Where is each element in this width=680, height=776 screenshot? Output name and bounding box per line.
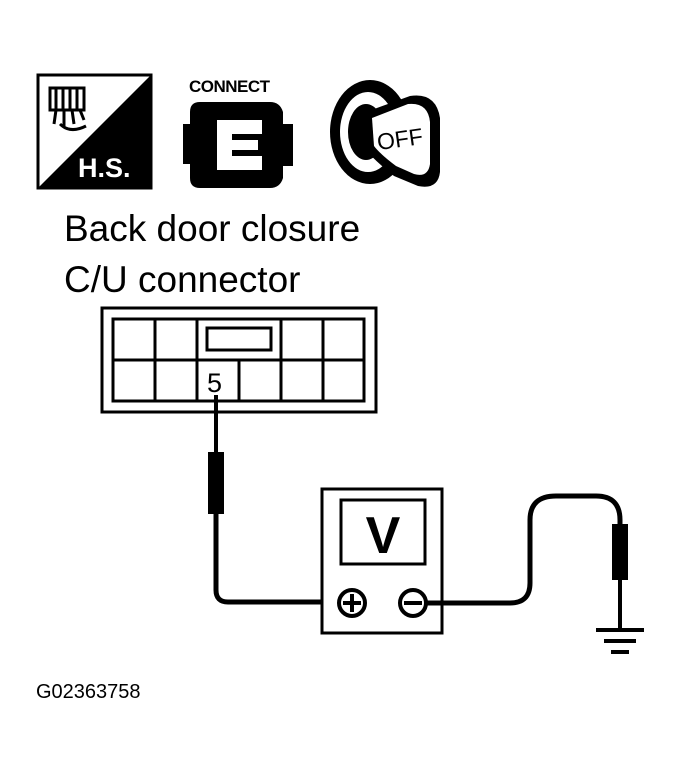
ground-icon: [596, 628, 644, 654]
negative-terminal-icon: [398, 588, 428, 618]
figure-code: G02363758: [36, 681, 141, 703]
voltmeter-symbol: V: [366, 507, 401, 565]
positive-probe-lead: [208, 395, 322, 605]
connector-pin-5-label: 5: [207, 368, 222, 398]
negative-probe-lead: [426, 493, 628, 628]
connect-icon: CONNECT: [183, 77, 293, 188]
voltmeter: V: [320, 487, 444, 635]
ignition-off-label: OFF: [375, 123, 424, 155]
connect-label: CONNECT: [189, 77, 271, 96]
harness-sensor-label: H.S.: [78, 153, 131, 183]
positive-terminal-icon: [337, 588, 367, 618]
harness-sensor-icon: H.S.: [36, 73, 153, 190]
connector-title-line1: Back door closure: [64, 208, 360, 249]
back-door-closure-connector: 5: [100, 306, 378, 414]
connector-title-line2: C/U connector: [64, 259, 301, 300]
ignition-key-off-icon: OFF: [330, 80, 440, 187]
